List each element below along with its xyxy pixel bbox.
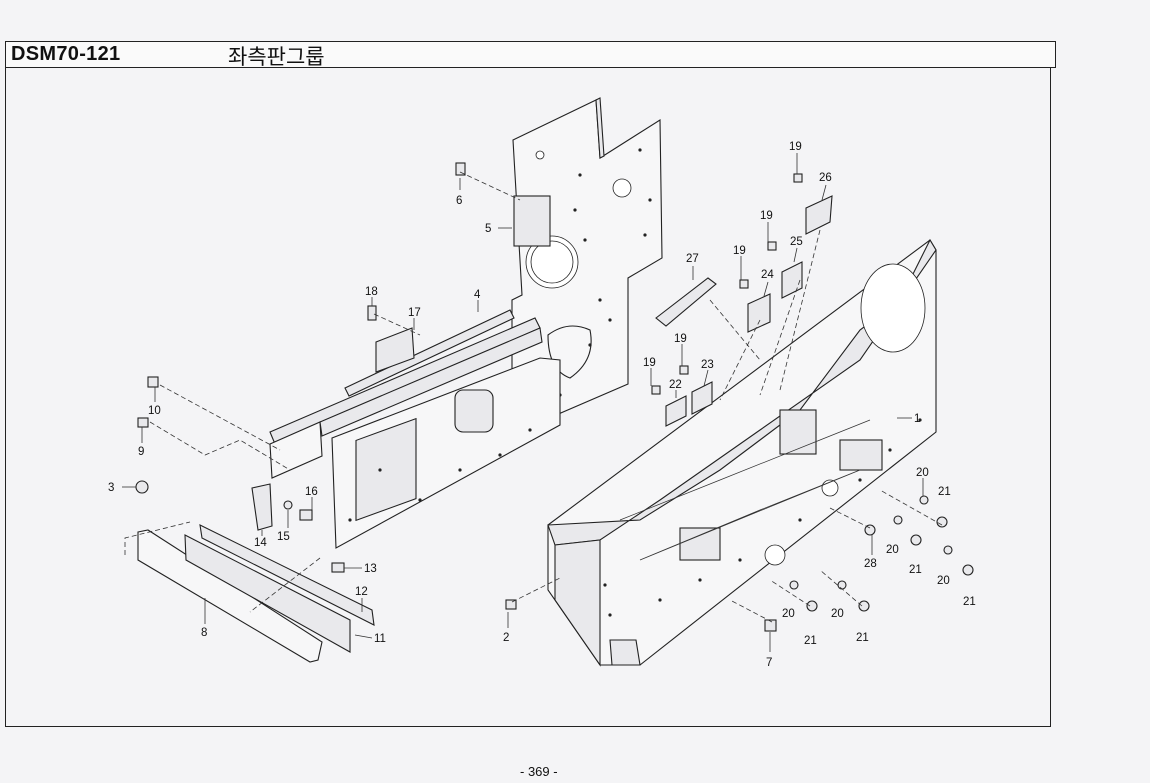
screw-19a [793, 173, 803, 183]
plate-27 [655, 277, 717, 327]
lower-side-plate [331, 357, 561, 549]
callout-15: 15 [277, 531, 290, 543]
callout-14: 14 [254, 537, 267, 549]
callout-22: 22 [669, 379, 682, 391]
diagram-title: 좌측판그룹 [228, 45, 325, 69]
plate-22 [665, 395, 687, 427]
screw-19d [679, 365, 689, 375]
washer-20a [919, 495, 929, 505]
callout-7: 7 [766, 657, 772, 669]
clip-3 [135, 480, 149, 494]
main-frame-assembly [547, 238, 937, 667]
washer-20e [837, 580, 847, 590]
washer-15 [283, 500, 293, 510]
callout-9: 9 [138, 446, 144, 458]
diagram-code: DSM70-121 [11, 43, 121, 65]
leader-lines [122, 153, 924, 652]
bolt-9 [137, 417, 149, 428]
page-number: - 369 - [520, 764, 558, 779]
callout-11: 11 [374, 633, 386, 645]
nut-21e [858, 600, 870, 612]
callout-5: 5 [485, 223, 491, 235]
callout-19-e: 19 [643, 357, 656, 369]
plate-25 [781, 261, 803, 299]
callout-21-b: 21 [909, 564, 922, 576]
callout-19-b: 19 [760, 210, 773, 222]
callout-28: 28 [864, 558, 877, 570]
screw-6 [455, 162, 466, 176]
screw-19c [739, 279, 749, 289]
nut-21b [910, 534, 922, 546]
nut-21a [936, 516, 948, 528]
screw-13 [331, 562, 345, 573]
drawing-frame [5, 67, 1051, 727]
callout-13: 13 [364, 563, 377, 575]
screw-18 [367, 305, 377, 321]
callout-20-e: 20 [831, 608, 844, 620]
callout-2: 2 [503, 632, 509, 644]
screw-19e [651, 385, 661, 395]
bolt-7 [764, 619, 777, 632]
callout-1: 1 [914, 413, 920, 425]
callout-19-a: 19 [789, 141, 802, 153]
bolt-2 [505, 599, 517, 610]
callout-20-c: 20 [937, 575, 950, 587]
washer-20b [893, 515, 903, 525]
plate-26 [805, 195, 833, 235]
callout-19-c: 19 [733, 245, 746, 257]
callout-19-d: 19 [674, 333, 687, 345]
callout-20-d: 20 [782, 608, 795, 620]
bottom-bars [137, 524, 375, 663]
callout-23: 23 [701, 359, 714, 371]
callout-8: 8 [201, 627, 207, 639]
screw-19b [767, 241, 777, 251]
callout-20-b: 20 [886, 544, 899, 556]
callout-21-a: 21 [938, 486, 951, 498]
callout-18: 18 [365, 286, 378, 298]
nut-21d [806, 600, 818, 612]
callout-21-c: 21 [963, 596, 976, 608]
bracket-14 [251, 483, 273, 531]
callout-16: 16 [305, 486, 318, 498]
small-parts [135, 162, 974, 632]
bracket-17 [375, 327, 415, 373]
header-bar [5, 41, 1056, 68]
washer-20d [789, 580, 799, 590]
callout-20-a: 20 [916, 467, 929, 479]
washer-20c [943, 545, 953, 555]
callout-6: 6 [456, 195, 462, 207]
callout-17: 17 [408, 307, 421, 319]
callout-3: 3 [108, 482, 114, 494]
callout-27: 27 [686, 253, 699, 265]
plate-23 [691, 381, 713, 415]
nut-21c [962, 564, 974, 576]
callout-24: 24 [761, 269, 774, 281]
channel-rail [269, 309, 543, 479]
callout-12: 12 [355, 586, 368, 598]
upper-side-plate [481, 97, 663, 451]
callout-25: 25 [790, 236, 803, 248]
callout-21-e: 21 [856, 632, 869, 644]
plate-24 [747, 293, 771, 333]
bolt-16 [299, 509, 313, 521]
callout-labels: 1 2 3 4 5 6 7 8 9 10 11 12 13 14 15 16 1… [108, 141, 976, 669]
bolt-10 [147, 376, 159, 388]
callout-26: 26 [819, 172, 832, 184]
callout-4: 4 [474, 289, 481, 301]
callout-21-d: 21 [804, 635, 817, 647]
callout-10: 10 [148, 405, 161, 417]
nut-28 [864, 524, 876, 536]
assembly-lines [124, 171, 943, 623]
